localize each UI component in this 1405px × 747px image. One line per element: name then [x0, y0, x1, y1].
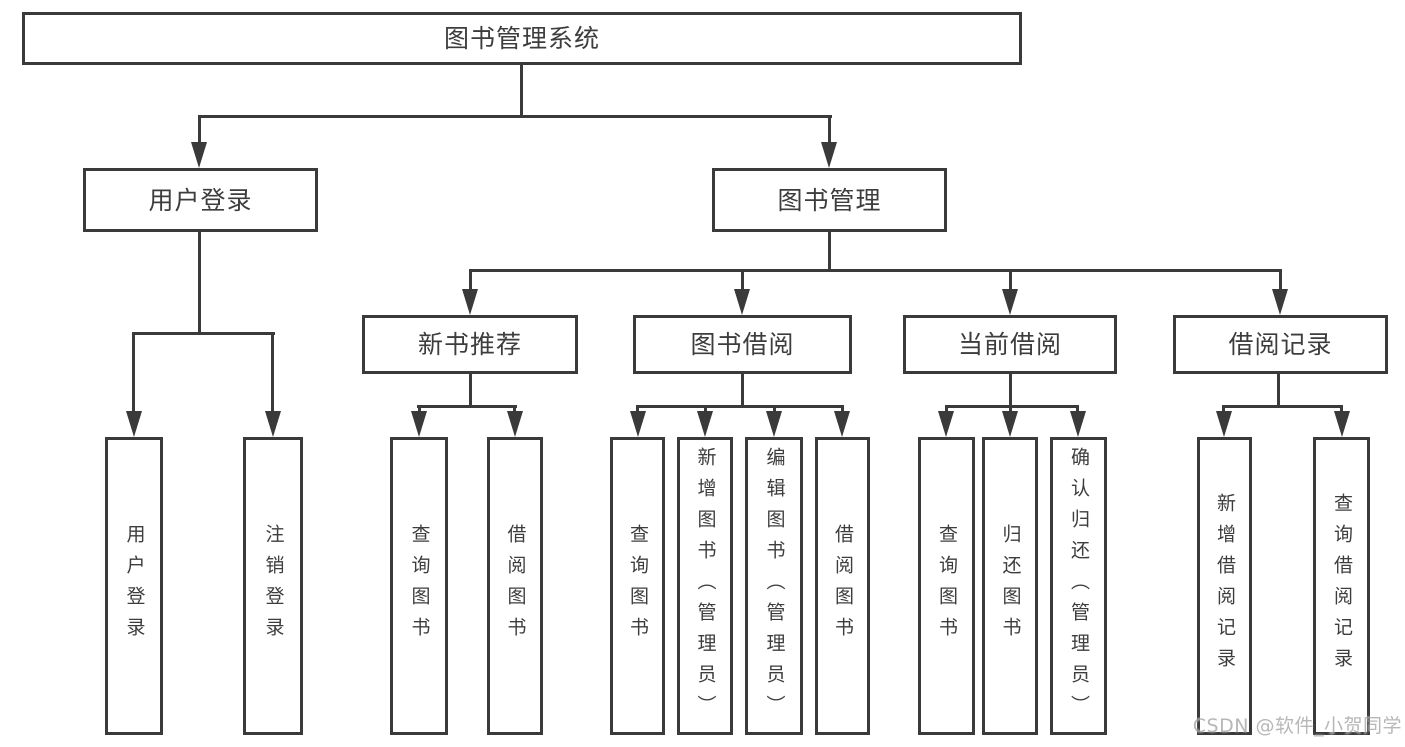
leaf-edit-book-admin: 编辑图书（管理员）: [745, 437, 803, 735]
connector-shaft: [1340, 405, 1343, 415]
node-book-management-label: 图书管理: [777, 185, 882, 215]
arrow-down-icon: [1002, 411, 1018, 437]
arrow-down-icon: [821, 142, 837, 168]
leaf-query-books-recommend: 查询图书: [390, 437, 448, 735]
connector-shaft: [841, 405, 844, 415]
leaf-query-borrow-record: 查询借阅记录: [1313, 437, 1370, 735]
connector-shaft: [1009, 405, 1012, 415]
arrow-down-icon: [734, 289, 750, 315]
arrow-down-icon: [834, 411, 850, 437]
node-user-login: 用户登录: [83, 168, 318, 232]
leaf-confirm-return-admin-label: 确认归还（管理员）: [1068, 446, 1090, 726]
leaf-user-login-label: 用户登录: [123, 524, 146, 648]
connector-shaft: [1009, 269, 1012, 292]
connector-shaft: [513, 405, 516, 415]
arrow-down-icon: [630, 411, 646, 437]
leaf-confirm-return-admin: 确认归还（管理员）: [1050, 437, 1107, 735]
connector-hline: [198, 115, 832, 118]
leaf-query-borrow-record-label: 查询借阅记录: [1331, 493, 1353, 679]
leaf-return-book: 归还图书: [982, 437, 1038, 735]
leaf-query-books-current-label: 查询图书: [936, 524, 958, 648]
leaf-add-borrow-record-label: 新增借阅记录: [1214, 493, 1236, 679]
arrow-down-icon: [1070, 411, 1086, 437]
node-borrow-records: 借阅记录: [1173, 315, 1388, 374]
leaf-logout-label: 注销登录: [262, 524, 285, 648]
node-library-system: 图书管理系统: [22, 12, 1022, 65]
node-new-book-recommend-label: 新书推荐: [417, 330, 522, 359]
arrow-down-icon: [507, 411, 523, 437]
connector-shaft: [132, 332, 135, 414]
leaf-return-book-label: 归还图书: [999, 524, 1022, 648]
connector-hline: [417, 405, 517, 408]
arrow-down-icon: [462, 289, 478, 315]
connector-vline: [1009, 374, 1012, 408]
leaf-borrow-books: 借阅图书: [815, 437, 870, 735]
node-book-borrowing-label: 图书借阅: [690, 330, 795, 359]
connector-shaft: [741, 269, 744, 292]
connector-hline: [945, 405, 1079, 408]
leaf-add-borrow-record: 新增借阅记录: [1197, 437, 1252, 735]
connector-vline: [469, 374, 472, 408]
arrow-down-icon: [1002, 289, 1018, 315]
arrow-down-icon: [766, 411, 782, 437]
connector-shaft: [198, 115, 201, 147]
watermark: CSDN @软件_小贺同学: [1192, 715, 1402, 737]
arrow-down-icon: [411, 411, 427, 437]
node-user-login-label: 用户登录: [148, 185, 253, 215]
leaf-borrow-books-recommend-label: 借阅图书: [504, 524, 527, 648]
connector-hline: [636, 405, 844, 408]
connector-vline: [198, 232, 201, 335]
connector-hline: [469, 269, 1282, 272]
leaf-edit-book-admin-label: 编辑图书（管理员）: [763, 446, 786, 726]
node-book-management: 图书管理: [712, 168, 947, 232]
leaf-borrow-books-recommend: 借阅图书: [487, 437, 543, 735]
arrow-down-icon: [265, 411, 281, 437]
node-new-book-recommend: 新书推荐: [362, 315, 578, 374]
connector-shaft: [469, 269, 472, 292]
arrow-down-icon: [126, 411, 142, 437]
leaf-add-book-admin: 新增图书（管理员）: [677, 437, 733, 735]
connector-shaft: [773, 405, 776, 415]
connector-shaft: [704, 405, 707, 415]
leaf-query-books-borrowing-label: 查询图书: [627, 524, 649, 648]
connector-shaft: [271, 332, 274, 414]
connector-shaft: [636, 405, 639, 415]
connector-shaft: [418, 405, 421, 415]
leaf-query-books-recommend-label: 查询图书: [408, 524, 431, 648]
connector-hline: [132, 332, 275, 335]
connector-vline: [741, 374, 744, 408]
arrow-down-icon: [1216, 411, 1232, 437]
arrow-down-icon: [1334, 411, 1350, 437]
node-borrow-records-label: 借阅记录: [1228, 330, 1333, 359]
connector-hline: [1222, 405, 1343, 408]
leaf-borrow-books-label: 借阅图书: [832, 524, 854, 648]
leaf-logout: 注销登录: [243, 437, 303, 735]
node-library-system-label: 图书管理系统: [443, 24, 600, 53]
connector-vline: [520, 65, 523, 118]
leaf-user-login: 用户登录: [105, 437, 163, 735]
connector-vline: [1277, 374, 1280, 408]
leaf-add-book-admin-label: 新增图书（管理员）: [694, 446, 717, 726]
connector-shaft: [1222, 405, 1225, 415]
node-current-borrowing: 当前借阅: [903, 315, 1117, 374]
arrow-down-icon: [1272, 289, 1288, 315]
connector-shaft: [1279, 269, 1282, 292]
arrow-down-icon: [191, 142, 207, 168]
leaf-query-books-current: 查询图书: [918, 437, 975, 735]
arrow-down-icon: [938, 411, 954, 437]
node-book-borrowing: 图书借阅: [633, 315, 852, 374]
connector-vline: [828, 232, 831, 272]
arrow-down-icon: [697, 411, 713, 437]
connector-shaft: [1076, 405, 1079, 415]
connector-shaft: [945, 405, 948, 415]
node-current-borrowing-label: 当前借阅: [957, 330, 1062, 359]
connector-shaft: [828, 115, 831, 147]
leaf-query-books-borrowing: 查询图书: [610, 437, 665, 735]
